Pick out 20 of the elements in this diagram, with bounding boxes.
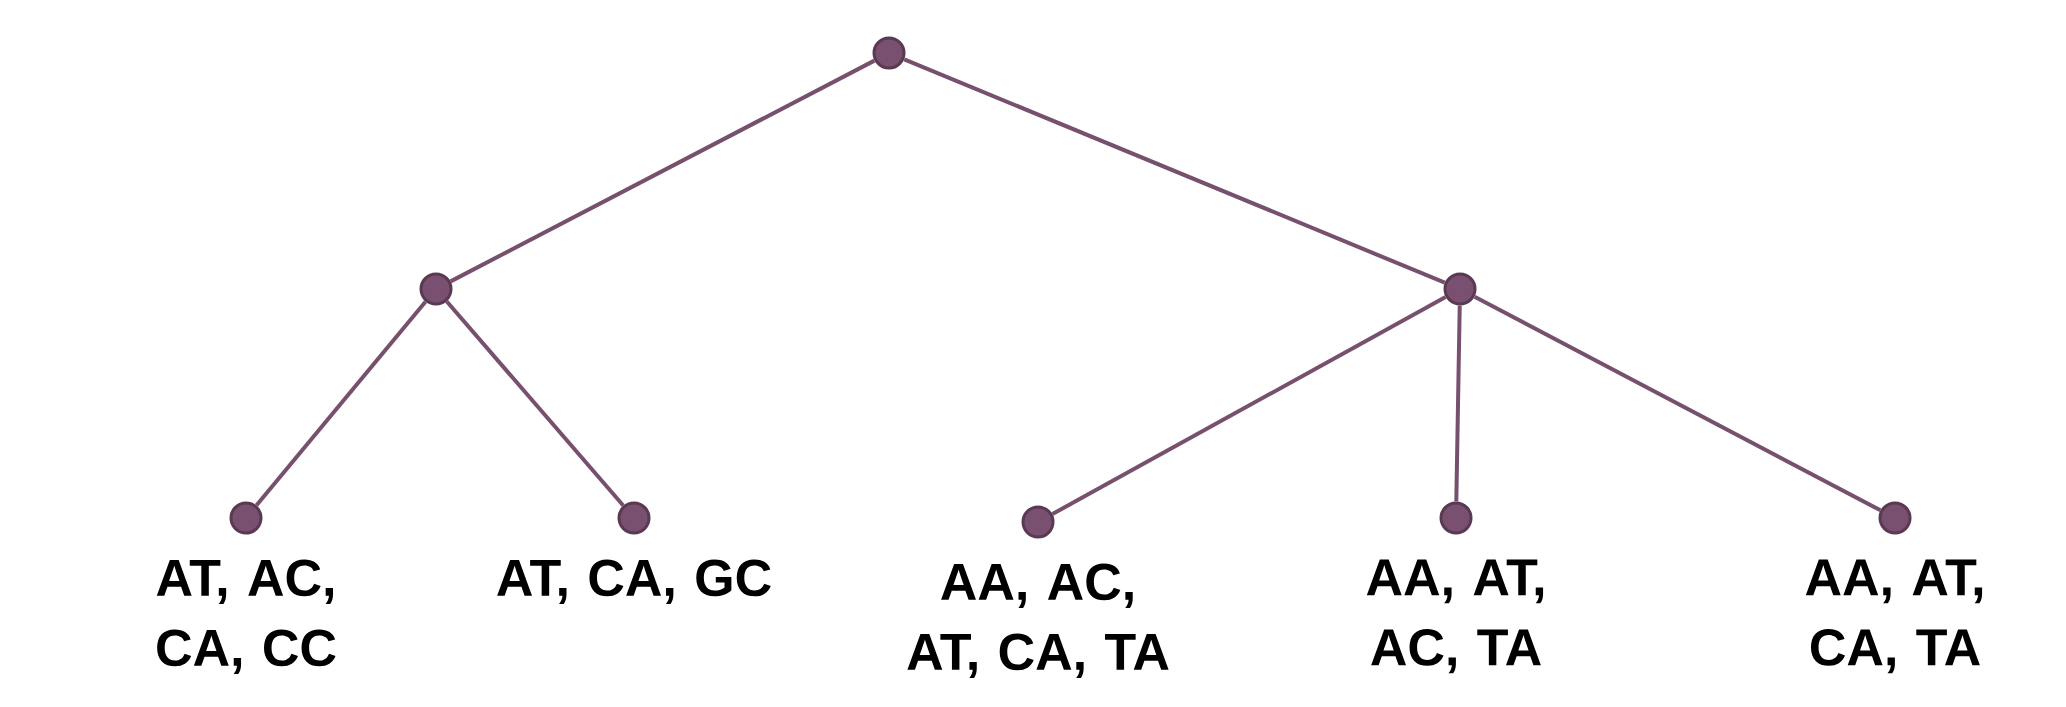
- leaf-label: AA, AC, AT, CA, TA: [907, 563, 1169, 678]
- leaf-label: AA, AT, AC, TA: [1366, 559, 1544, 674]
- tree-node: [1021, 505, 1055, 539]
- tree-edge: [903, 57, 1446, 285]
- tree-edge: [1473, 294, 1882, 513]
- tree-edge: [1051, 295, 1447, 516]
- tree-edge: [445, 300, 625, 507]
- tree-node: [1439, 501, 1473, 535]
- tree-node: [1878, 501, 1912, 535]
- tree-edge: [1454, 305, 1462, 502]
- tree-node: [1443, 272, 1477, 306]
- leaf-label: AT, CA, GC: [497, 559, 771, 604]
- tree-edge: [449, 58, 876, 284]
- leaf-label: AT, AC, CA, CC: [156, 559, 336, 674]
- tree-node: [872, 36, 906, 70]
- tree-edge: [255, 300, 427, 507]
- tree-node: [229, 501, 263, 535]
- leaf-label: AA, AT, CA, TA: [1805, 559, 1983, 674]
- tree-node: [617, 501, 651, 535]
- tree-node: [419, 272, 453, 306]
